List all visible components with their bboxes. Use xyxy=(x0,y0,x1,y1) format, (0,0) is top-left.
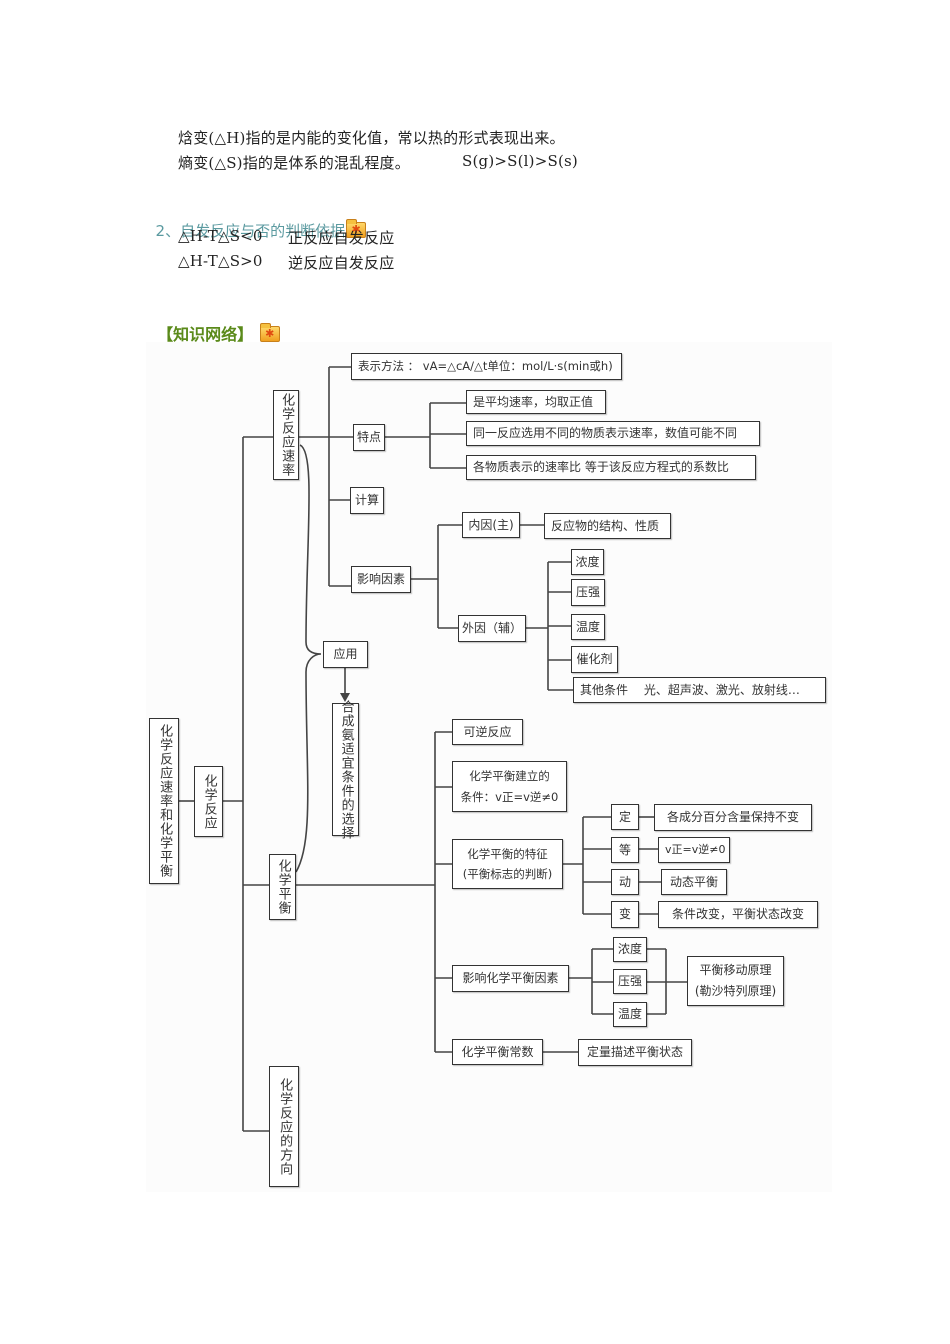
reaction-rate-node: 化学反应速率 xyxy=(273,390,299,480)
feature-value: v正=v逆≠0 xyxy=(658,837,730,863)
section2-heading-text: 2、自发反应与否的判断依据 xyxy=(155,222,346,240)
enthalpy-text: 焓变(△H)指的是内能的变化值，常以热的形式表现出来。 xyxy=(178,129,565,147)
folder-icon[interactable]: ✱ xyxy=(259,323,280,342)
equilibrium-features-line1: 化学平衡的特征 xyxy=(467,846,548,861)
external-factor-item: 压强 xyxy=(571,579,605,606)
network-heading: 【知识网络】 ✱ xyxy=(146,302,280,345)
external-factor-node: 外因（辅） xyxy=(458,615,526,642)
internal-factor-value: 反应物的结构、性质 xyxy=(544,513,671,539)
equilibrium-condition-node: 化学平衡建立的 条件：v正=v逆≠0 xyxy=(452,761,567,812)
external-factor-item: 催化剂 xyxy=(571,646,618,673)
entropy-order-text: S(g)>S(l)>S(s) xyxy=(462,152,578,170)
internal-factor-node: 内因(主) xyxy=(462,512,520,538)
equilibrium-features-line2: (平衡标志的判断) xyxy=(462,867,553,881)
rule-condition: △H-T△S<0 xyxy=(178,227,263,245)
equilibrium-factor-item: 温度 xyxy=(613,1002,647,1027)
folder-icon[interactable]: ✱ xyxy=(346,219,367,238)
reversible-reaction-node: 可逆反应 xyxy=(452,719,523,745)
equilibrium-factors-node: 影响化学平衡因素 xyxy=(452,965,569,992)
rate-features-node: 特点 xyxy=(353,424,385,451)
equilibrium-condition-line1: 化学平衡建立的 xyxy=(469,769,550,784)
rule-result: 正反应自发反应 xyxy=(288,229,395,247)
network-heading-text: 【知识网络】 xyxy=(157,325,254,344)
reaction-direction-node: 化学反应的方向 xyxy=(269,1066,299,1187)
feature-key: 定 xyxy=(611,804,639,830)
section2-heading: 2、自发反应与否的判断依据✱ xyxy=(146,202,367,241)
rule-result: 逆反应自发反应 xyxy=(288,254,395,272)
feature-value: 动态平衡 xyxy=(661,869,727,895)
rule-condition: △H-T△S>0 xyxy=(178,252,263,270)
feature-key: 动 xyxy=(611,869,639,895)
feature-value: 各成分百分含量保持不变 xyxy=(654,804,812,831)
equilibrium-factor-item: 压强 xyxy=(613,969,647,994)
principle-line2: (勒沙特列原理) xyxy=(694,984,777,998)
knowledge-network-diagram: 化学反应速率和化学平衡 化学反应 化学反应速率 表示方法 ： vA=△cA/△t… xyxy=(146,342,832,1192)
external-factor-item: 其他条件 光、超声波、激光、放射线… xyxy=(573,677,826,703)
principle-line1: 平衡移动原理 xyxy=(699,963,772,977)
rate-calc-node: 计算 xyxy=(350,487,384,514)
equilibrium-condition-line2: 条件：v正=v逆≠0 xyxy=(460,789,559,804)
equilibrium-constant-value: 定量描述平衡状态 xyxy=(578,1039,692,1066)
feature-key: 等 xyxy=(611,837,639,863)
feature-value: 条件改变，平衡状态改变 xyxy=(658,901,818,928)
equilibrium-features-node: 化学平衡的特征 (平衡标志的判断) xyxy=(452,839,563,889)
rate-expression-node: 表示方法 ： vA=△cA/△t单位：mol/L·s(min或h) xyxy=(351,353,622,380)
le-chatelier-node: 平衡移动原理 (勒沙特列原理) xyxy=(687,956,784,1006)
chemical-reaction-node: 化学反应 xyxy=(194,766,223,837)
feature-key: 变 xyxy=(611,901,639,928)
application-node: 应用 xyxy=(323,641,368,668)
ammonia-synthesis-node: 合成氨适宜条件的选择 xyxy=(332,700,359,840)
root-node: 化学反应速率和化学平衡 xyxy=(149,718,179,884)
rate-factors-node: 影响因素 xyxy=(351,566,411,593)
external-factor-item: 温度 xyxy=(571,614,605,640)
equilibrium-factor-item: 浓度 xyxy=(613,937,647,962)
entropy-text: 熵变(△S)指的是体系的混乱程度。 xyxy=(178,154,410,172)
equilibrium-constant-node: 化学平衡常数 xyxy=(452,1039,543,1065)
rate-feature-item: 同一反应选用不同的物质表示速率，数值可能不同 xyxy=(466,421,760,446)
rate-feature-item: 是平均速率，均取正值 xyxy=(466,390,606,414)
connector-lines xyxy=(179,366,687,1132)
rate-feature-item: 各物质表示的速率比 等于该反应方程式的系数比 xyxy=(466,455,756,480)
external-factor-item: 浓度 xyxy=(571,549,604,575)
chemical-equilibrium-node: 化学平衡 xyxy=(269,854,296,920)
